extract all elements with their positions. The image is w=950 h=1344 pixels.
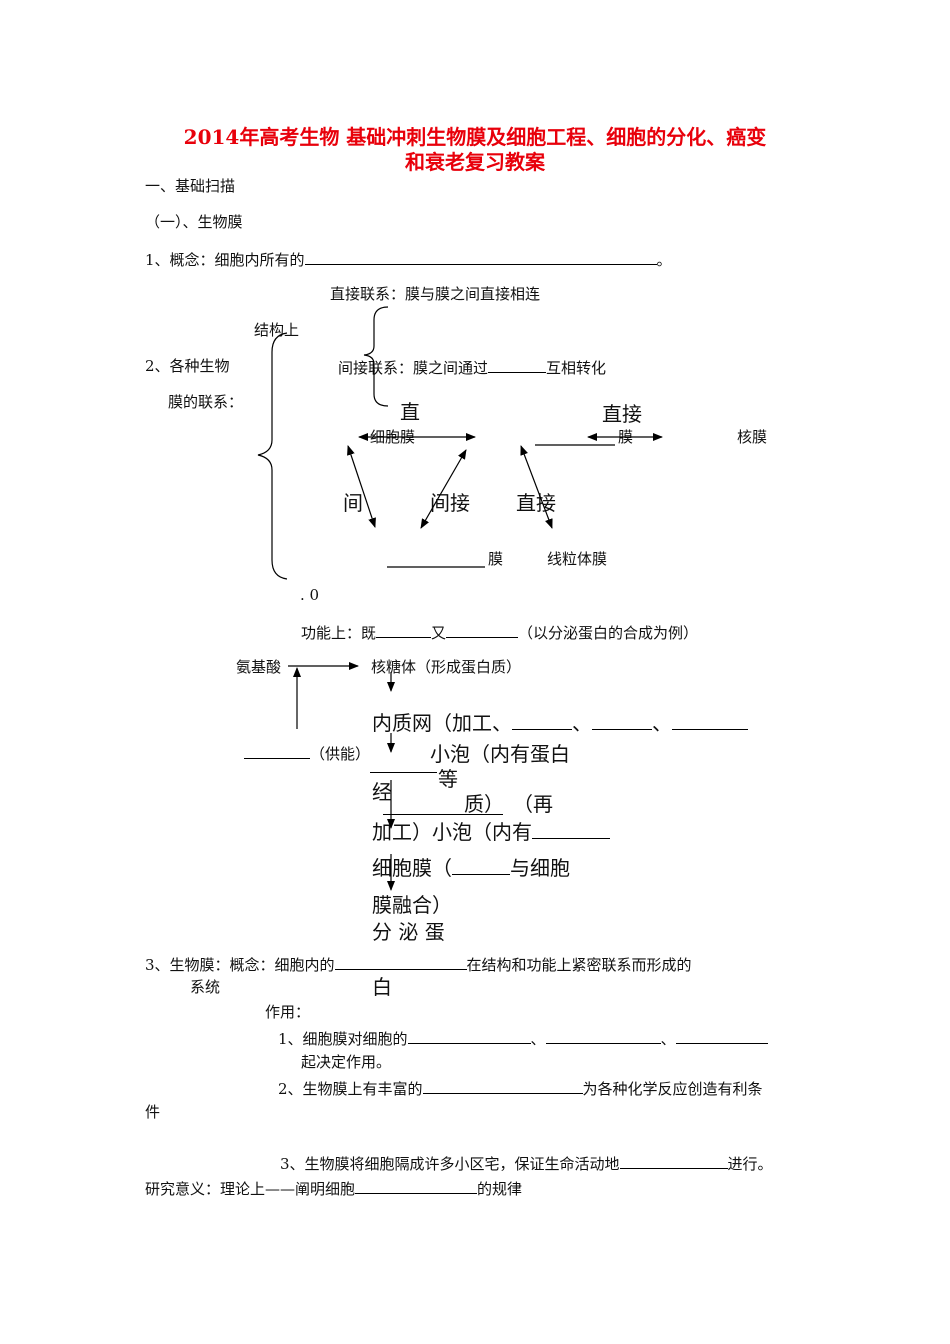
jing: 经 <box>372 780 392 804</box>
deng: 等 <box>438 767 458 791</box>
blank <box>383 814 503 815</box>
zhi-close: 质） <box>464 792 504 816</box>
sep: 、 <box>530 1030 546 1048</box>
blank <box>376 622 432 638</box>
research-suffix: 的规律 <box>477 1180 523 1198</box>
function-middle: 又 <box>431 624 447 642</box>
sep: 、 <box>652 711 672 735</box>
direct-relation: 直接联系：膜与膜之间直接相连 <box>330 285 541 303</box>
er-line: 内质网（加工、 、 、 <box>372 709 748 735</box>
vesicle1: 小泡（内有蛋白 <box>430 742 570 766</box>
structural-label: 结构上 <box>254 321 300 339</box>
blank <box>334 954 467 970</box>
diagram-zhi: 直 <box>400 400 420 424</box>
blank <box>407 1028 531 1044</box>
blank <box>244 743 310 759</box>
section-heading: 一、基础扫描 <box>145 177 236 195</box>
relation-label-2: 膜的联系： <box>168 393 244 411</box>
biomembrane-line: 3、生物膜：概念：细胞内的 在结构和功能上紧密联系而形成的 <box>145 954 692 974</box>
biomembrane-prefix: 3、生物膜：概念：细胞内的 <box>145 956 335 974</box>
function-line: 功能上：既 又 （以分泌蛋白的合成为例） <box>301 622 698 642</box>
blank <box>512 709 572 730</box>
document-title-line2: 和衰老复习教案 <box>405 150 545 174</box>
ribosome: 核糖体（形成蛋白质） <box>371 658 522 676</box>
bai: 白 <box>372 975 392 999</box>
role-2: 2、生物膜上有丰富的 为各种化学反应创造有利条 <box>278 1078 763 1098</box>
re-open: （再 <box>513 792 553 816</box>
energy-label: （供能） <box>310 745 371 763</box>
function-suffix: （以分泌蛋白的合成为例） <box>518 624 699 642</box>
biomembrane-suffix: 在结构和功能上紧密联系而形成的 <box>466 956 692 974</box>
secreted: 分 泌 蛋 <box>372 920 445 944</box>
blank <box>422 1078 583 1094</box>
diagram-mitochondrial-membrane: 线粒体膜 <box>547 550 608 568</box>
role-label: 作用： <box>265 1003 311 1021</box>
diagram-bottom-membrane: 膜 <box>488 550 504 568</box>
amino-acid: 氨基酸 <box>236 658 282 676</box>
role-1-suffix: 起决定作用。 <box>301 1053 392 1071</box>
vesicle2: 加工）小泡（内有 <box>372 820 532 844</box>
blank <box>675 1028 768 1044</box>
role-2-suffix: 为各种化学反应创造有利条 <box>582 1080 763 1098</box>
arrow-left-diag <box>347 445 376 528</box>
small-brace <box>363 306 389 407</box>
role-3-suffix: 进行。 <box>727 1155 773 1173</box>
role-2-prefix: 2、生物膜上有丰富的 <box>278 1080 423 1098</box>
arrow-right-diag <box>520 445 553 529</box>
sep: 、 <box>572 711 592 735</box>
er-label: 内质网（加工、 <box>372 711 512 735</box>
large-brace <box>257 332 288 580</box>
blank <box>452 854 510 875</box>
function-prefix: 功能上：既 <box>301 624 377 642</box>
sep: 、 <box>660 1030 676 1048</box>
blank <box>619 1153 728 1169</box>
dot-zero: . 0 <box>300 586 320 604</box>
blank <box>532 818 610 839</box>
role-2-wrap: 件 <box>145 1103 161 1121</box>
role-3: 3、生物膜将细胞隔成许多小区宅，保证生命活动地 进行。 <box>280 1153 773 1173</box>
role-3-prefix: 3、生物膜将细胞隔成许多小区宅，保证生命活动地 <box>280 1155 620 1173</box>
blank <box>446 622 519 638</box>
diagram-nuclear-membrane: 核膜 <box>737 428 768 446</box>
document-title-line1: 2014年高考生物 基础冲刺生物膜及细胞工程、细胞的分化、癌变 <box>183 125 767 149</box>
cell-membrane: 细胞膜（ <box>372 856 452 880</box>
concept-prefix: 1、概念：细胞内所有的 <box>145 251 305 269</box>
blank <box>545 1028 661 1044</box>
subsection-heading: （一）、生物膜 <box>145 213 243 231</box>
fuse2: 膜融合） <box>372 893 452 917</box>
concept-line: 1、概念：细胞内所有的 。 <box>145 249 672 269</box>
relation-label-1: 2、各种生物 <box>145 357 230 375</box>
system: 系统 <box>190 978 221 996</box>
indirect-relation: 间接联系：膜之间通过 互相转化 <box>338 357 606 377</box>
research-prefix: 研究意义：理论上——阐明细胞 <box>145 1180 356 1198</box>
vesicle2-line: 加工）小泡（内有 <box>372 818 610 844</box>
concept-suffix: 。 <box>656 251 672 269</box>
blank <box>304 249 657 265</box>
indirect-suffix: 互相转化 <box>546 359 607 377</box>
blank <box>592 709 652 730</box>
energy-line: （供能） <box>244 743 370 763</box>
blank <box>355 1178 478 1194</box>
diagram-direct-top: 直接 <box>602 402 642 426</box>
role-1-prefix: 1、细胞膜对细胞的 <box>278 1030 408 1048</box>
arrow-mid-diag <box>420 449 467 529</box>
indirect-prefix: 间接联系：膜之间通过 <box>338 359 489 377</box>
role-1: 1、细胞膜对细胞的 、 、 <box>278 1028 768 1048</box>
cell-membrane-line: 细胞膜（ 与细胞 <box>372 854 570 880</box>
blank <box>370 772 437 773</box>
blank <box>488 357 547 373</box>
research: 研究意义：理论上——阐明细胞 的规律 <box>145 1178 522 1198</box>
blank <box>672 709 748 730</box>
fuse: 与细胞 <box>510 856 570 880</box>
